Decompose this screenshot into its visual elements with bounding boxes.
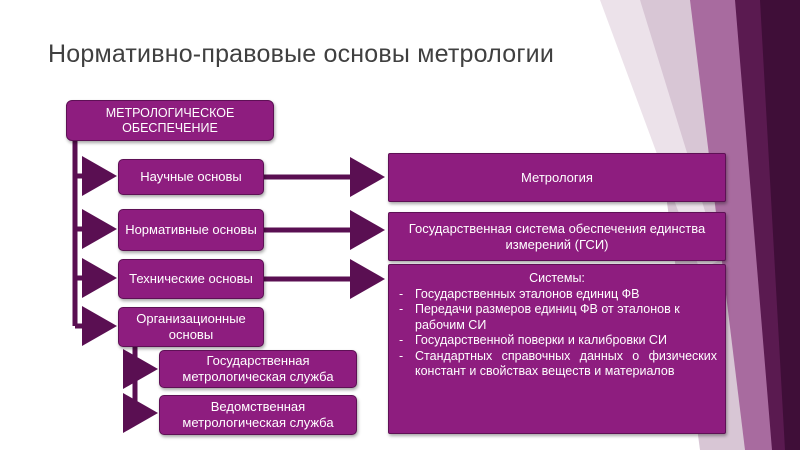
decor-band-accent [600,0,720,270]
departmental-metrology-service-box: Ведомственная метрологическая служба [159,395,357,435]
list-item: Государственных эталонов единиц ФВ [397,287,717,303]
gsi-box: Государственная система обеспечения един… [388,212,726,261]
technical-foundations-label: Технические основы [129,271,253,286]
state-metrology-service-label: Государственная метрологическая служба [182,353,334,384]
slide-title: Нормативно-правовые основы метрологии [48,40,554,68]
systems-list: Государственных эталонов единиц ФВ Перед… [397,287,717,380]
list-item: Государственной поверки и калибровки СИ [397,333,717,349]
root-box: МЕТРОЛОГИЧЕСКОЕ ОБЕСПЕЧЕНИЕ [66,100,274,141]
metrology-label: Метрология [521,169,593,185]
gsi-label: Государственная система обеспечения един… [408,220,706,252]
list-item: Стандартных справочных данных о физическ… [397,349,717,380]
departmental-metrology-service-label: Ведомственная метрологическая служба [182,399,334,430]
scientific-foundations-box: Научные основы [118,159,264,195]
metrology-box: Метрология [388,153,726,202]
technical-foundations-box: Технические основы [118,259,264,299]
decor-band-deep [760,0,800,450]
list-item: Передачи размеров единиц ФВ от эталонов … [397,302,717,333]
normative-foundations-label: Нормативные основы [125,222,257,237]
organizational-foundations-label: Организационные основы [136,311,246,342]
systems-box: Системы: Государственных эталонов единиц… [388,264,726,434]
organizational-foundations-box: Организационные основы [118,307,264,347]
normative-foundations-box: Нормативные основы [118,209,264,251]
scientific-foundations-label: Научные основы [140,169,242,184]
state-metrology-service-box: Государственная метрологическая служба [159,350,357,388]
root-label: МЕТРОЛОГИЧЕСКОЕ ОБЕСПЕЧЕНИЕ [105,105,235,135]
systems-heading: Системы: [529,271,585,285]
